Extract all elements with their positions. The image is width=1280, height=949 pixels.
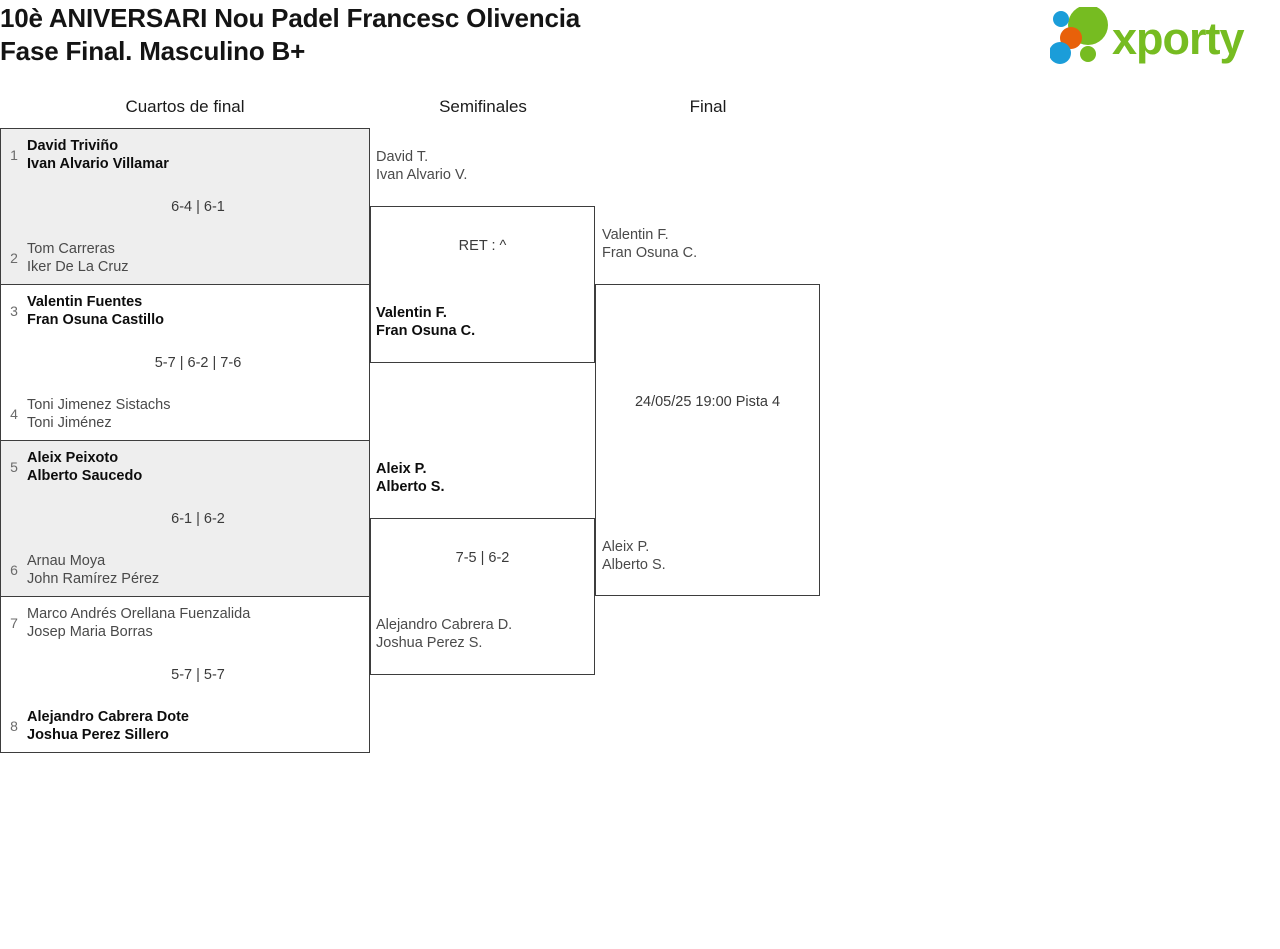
seed-number: 5 [10, 459, 18, 475]
logo-dot-blue-large [1050, 42, 1071, 64]
match-team-bottom[interactable]: 6 Arnau Moya John Ramírez Pérez [1, 552, 369, 588]
match-team-bottom[interactable]: 4 Toni Jimenez Sistachs Toni Jiménez [1, 396, 369, 432]
semifinal-2-team-bottom[interactable]: Alejandro Cabrera D. Joshua Perez S. [376, 617, 513, 651]
seed-number: 2 [10, 250, 18, 266]
logo-dot-green-small [1080, 46, 1096, 62]
team-players: Marco Andrés Orellana Fuenzalida Josep M… [27, 606, 251, 640]
logo-wordmark: xporty [1112, 13, 1245, 64]
match-semifinal-1[interactable]: RET : ^ [370, 206, 595, 363]
semifinal-1-team-bottom[interactable]: Valentin F. Fran Osuna C. [376, 305, 476, 339]
match-semifinal-2[interactable]: 7-5 | 6-2 [370, 518, 595, 675]
seed-number: 3 [10, 303, 18, 319]
match-final[interactable]: 24/05/25 19:00 Pista 4 [595, 284, 820, 596]
final-team-top[interactable]: Valentin F. Fran Osuna C. [602, 227, 698, 261]
match-score: RET : ^ [458, 238, 507, 254]
seed-number: 8 [10, 718, 18, 734]
team-players: Alejandro Cabrera Dote Joshua Perez Sill… [27, 709, 189, 743]
team-players: Arnau Moya John Ramírez Pérez [27, 553, 160, 587]
round-header-final: Final [689, 97, 727, 116]
page-title: 10è ANIVERSARI Nou Padel Francesc Oliven… [0, 3, 580, 66]
match-quarterfinal-3[interactable]: 5 Aleix Peixoto Alberto Saucedo 6-1 | 6-… [0, 440, 370, 597]
match-team-bottom[interactable]: 2 Tom Carreras Iker De La Cruz [1, 240, 369, 276]
logo-dot-blue-small [1053, 11, 1069, 27]
seed-number: 6 [10, 562, 18, 578]
final-team-bottom[interactable]: Aleix P. Alberto S. [602, 539, 666, 573]
match-score: 6-1 | 6-2 [171, 511, 225, 527]
match-team-top[interactable]: 5 Aleix Peixoto Alberto Saucedo [1, 449, 369, 485]
team-players: Toni Jimenez Sistachs Toni Jiménez [27, 397, 171, 431]
seed-number: 4 [10, 406, 18, 422]
team-players: Tom Carreras Iker De La Cruz [27, 241, 129, 275]
final-schedule: 24/05/25 19:00 Pista 4 [634, 394, 781, 410]
match-score: 7-5 | 6-2 [455, 550, 510, 566]
semifinal-1-team-top[interactable]: David T. Ivan Alvario V. [376, 149, 468, 183]
match-team-top[interactable]: 3 Valentin Fuentes Fran Osuna Castillo [1, 293, 369, 329]
seed-number: 7 [10, 615, 18, 631]
seed-number: 1 [10, 147, 18, 163]
match-score: 5-7 | 5-7 [171, 667, 225, 683]
semifinal-2-team-top[interactable]: Aleix P. Alberto S. [376, 461, 445, 495]
match-team-bottom[interactable]: 8 Alejandro Cabrera Dote Joshua Perez Si… [1, 708, 369, 744]
round-header-semifinals: Semifinales [439, 97, 527, 116]
match-team-top[interactable]: 7 Marco Andrés Orellana Fuenzalida Josep… [1, 605, 369, 641]
team-players: Aleix Peixoto Alberto Saucedo [27, 450, 143, 484]
match-score: 5-7 | 6-2 | 7-6 [154, 355, 242, 371]
team-players: Valentin Fuentes Fran Osuna Castillo [27, 294, 164, 328]
team-players: David Triviño Ivan Alvario Villamar [27, 138, 169, 172]
xporty-logo-svg: xporty [1050, 7, 1246, 64]
match-quarterfinal-1[interactable]: 1 David Triviño Ivan Alvario Villamar 6-… [0, 128, 370, 285]
round-header-quarterfinals: Cuartos de final [125, 97, 245, 116]
match-quarterfinal-4[interactable]: 7 Marco Andrés Orellana Fuenzalida Josep… [0, 596, 370, 753]
match-score: 6-4 | 6-1 [171, 199, 225, 215]
match-quarterfinal-2[interactable]: 3 Valentin Fuentes Fran Osuna Castillo 5… [0, 284, 370, 441]
xporty-logo: xporty [1050, 7, 1276, 67]
match-team-top[interactable]: 1 David Triviño Ivan Alvario Villamar [1, 137, 369, 173]
